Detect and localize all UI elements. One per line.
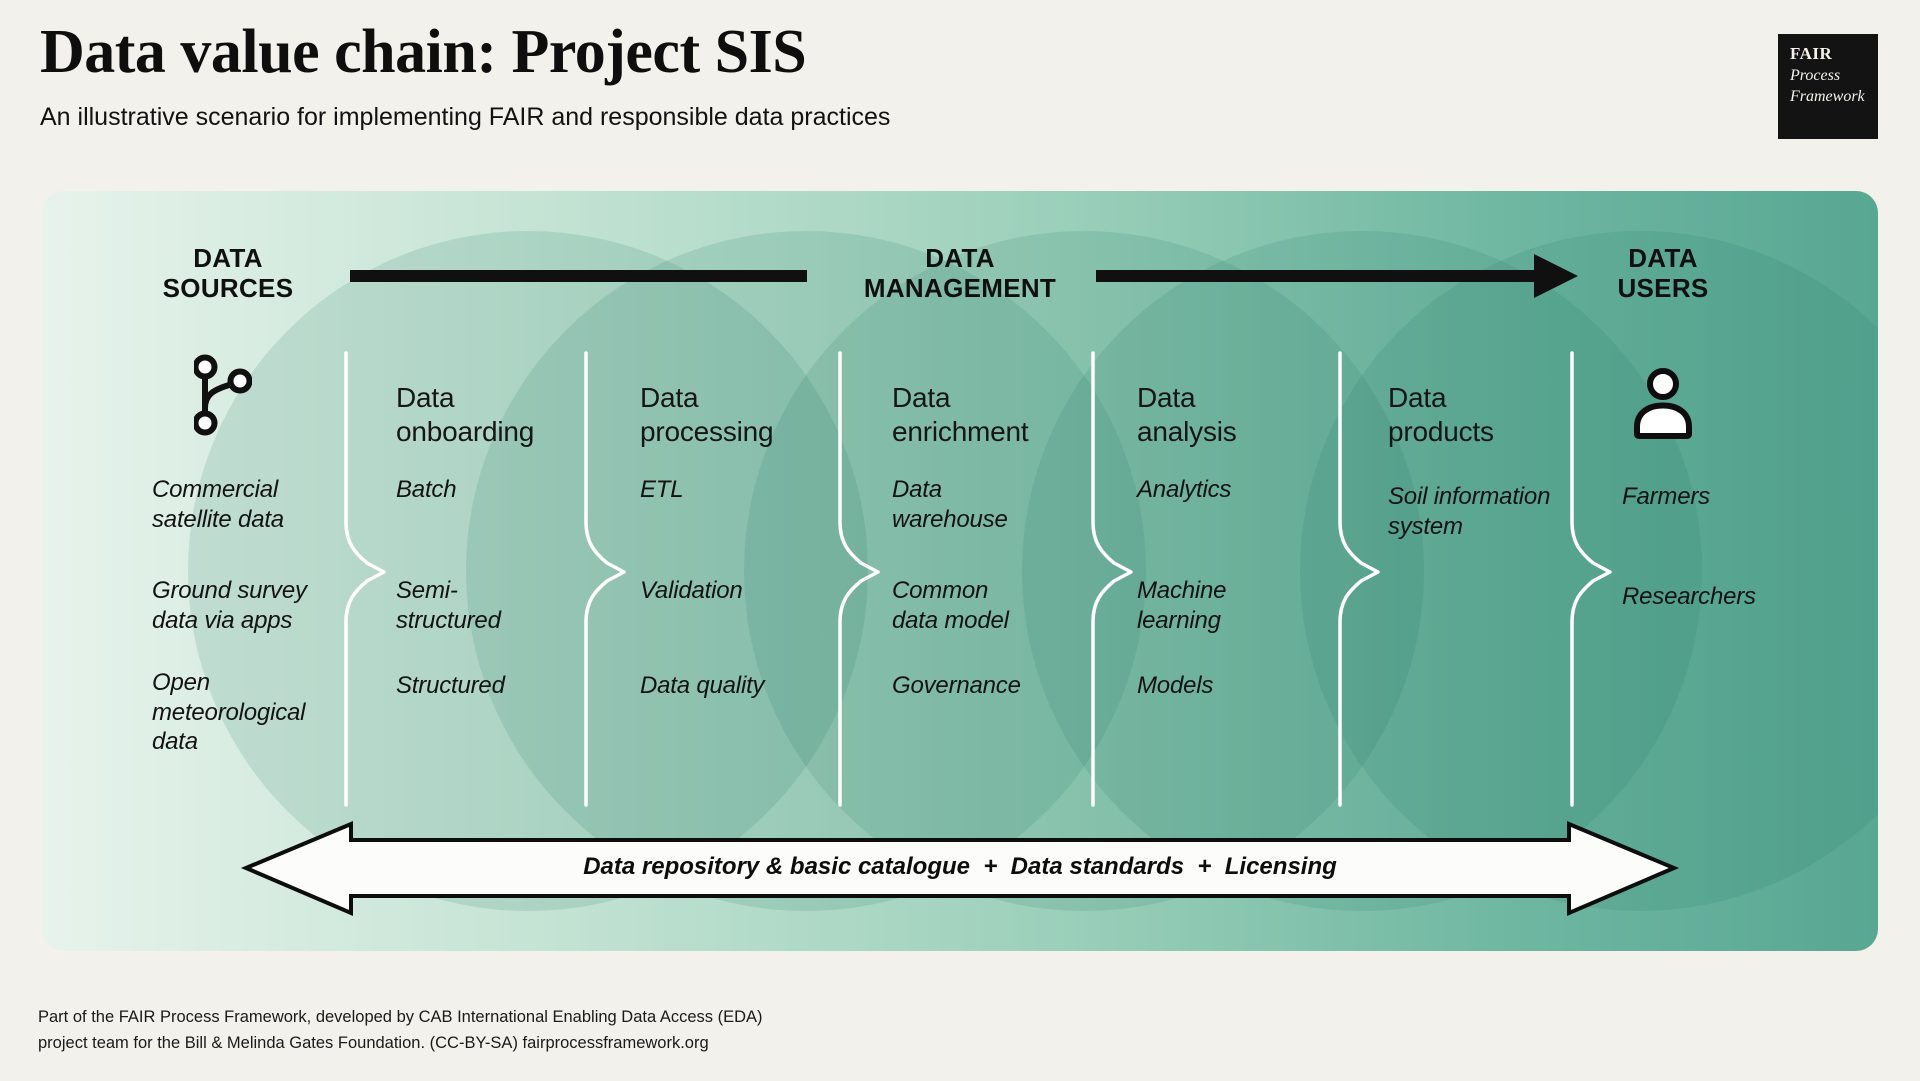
source-item: Commercial satellite data: [152, 476, 284, 533]
double-arrow-banner: [240, 820, 1680, 917]
person-icon: [1629, 367, 1697, 444]
stage-title-onboarding: Data onboarding: [396, 382, 535, 447]
stage-item: Soil information system: [1388, 483, 1551, 540]
logo-text-framework: Framework: [1790, 88, 1865, 105]
column-separator-chevron: [344, 351, 386, 807]
stage-item: Batch: [396, 476, 457, 503]
flow-label-data-management: DATA MANAGEMENT: [850, 243, 1070, 303]
overlapping-circles-background: [188, 231, 1878, 911]
stage-item: Data warehouse: [892, 476, 1008, 533]
column-separator-chevron: [838, 351, 880, 807]
page-title: Data value chain: Project SIS: [40, 18, 807, 86]
stage-title-enrichment: Data enrichment: [892, 382, 1029, 447]
stage-item: Data quality: [640, 672, 765, 699]
logo-text-process: Process: [1790, 66, 1841, 84]
stage-title-analysis: Data analysis: [1137, 382, 1237, 447]
flow-label-line: SOURCES: [162, 273, 294, 303]
flow-line-left: [350, 270, 807, 282]
stage-title-processing: Data processing: [640, 382, 774, 447]
flow-label-line: USERS: [1617, 273, 1709, 303]
column-separator-chevron: [584, 351, 626, 807]
diagram-overlay: [240, 254, 1680, 917]
stage-item: Semi- structured: [396, 577, 501, 634]
page-subtitle: An illustrative scenario for implementin…: [40, 103, 891, 131]
stage-item: Structured: [396, 672, 505, 699]
stage-item: Analytics: [1137, 476, 1232, 503]
arrowhead-right-icon: [1534, 254, 1578, 298]
banner-text: Data repository & basic catalogue + Data…: [583, 853, 1337, 880]
stage-item: Models: [1137, 672, 1214, 699]
stage-item: Common data model: [892, 577, 1009, 634]
footer-line-2: project team for the Bill & Melinda Gate…: [38, 1034, 709, 1052]
column-separator-chevron: [1091, 351, 1133, 807]
source-item: Open meteorological data: [152, 669, 306, 755]
column-separator-chevron: [1570, 351, 1612, 807]
flow-label-data-users: DATA USERS: [1553, 243, 1773, 303]
column-separator-chevron: [1338, 351, 1380, 807]
source-item: Ground survey data via apps: [152, 577, 307, 634]
user-item: Researchers: [1622, 583, 1756, 610]
flow-label-data-sources: DATA SOURCES: [118, 243, 338, 303]
stage-title-products: Data products: [1388, 382, 1494, 447]
stage-item: Validation: [640, 577, 743, 604]
flow-label-line: DATA: [925, 243, 995, 273]
stage-item: Governance: [892, 672, 1021, 699]
stage-item: Machine learning: [1137, 577, 1227, 634]
footer-line-1: Part of the FAIR Process Framework, deve…: [38, 1008, 763, 1026]
flow-label-line: DATA: [193, 243, 263, 273]
flow-label-line: MANAGEMENT: [863, 273, 1057, 303]
value-chain-panel: [42, 191, 1878, 951]
stage-item: ETL: [640, 476, 684, 503]
flow-label-line: DATA: [1628, 243, 1698, 273]
logo-text-fair: FAIR: [1790, 44, 1833, 63]
git-branch-icon: [192, 354, 253, 447]
flow-arrow-right: [1096, 254, 1578, 298]
footer-attribution: Part of the FAIR Process Framework, deve…: [38, 1004, 763, 1056]
fair-process-framework-logo: FAIR Process Framework: [1778, 34, 1878, 139]
user-item: Farmers: [1622, 483, 1710, 510]
